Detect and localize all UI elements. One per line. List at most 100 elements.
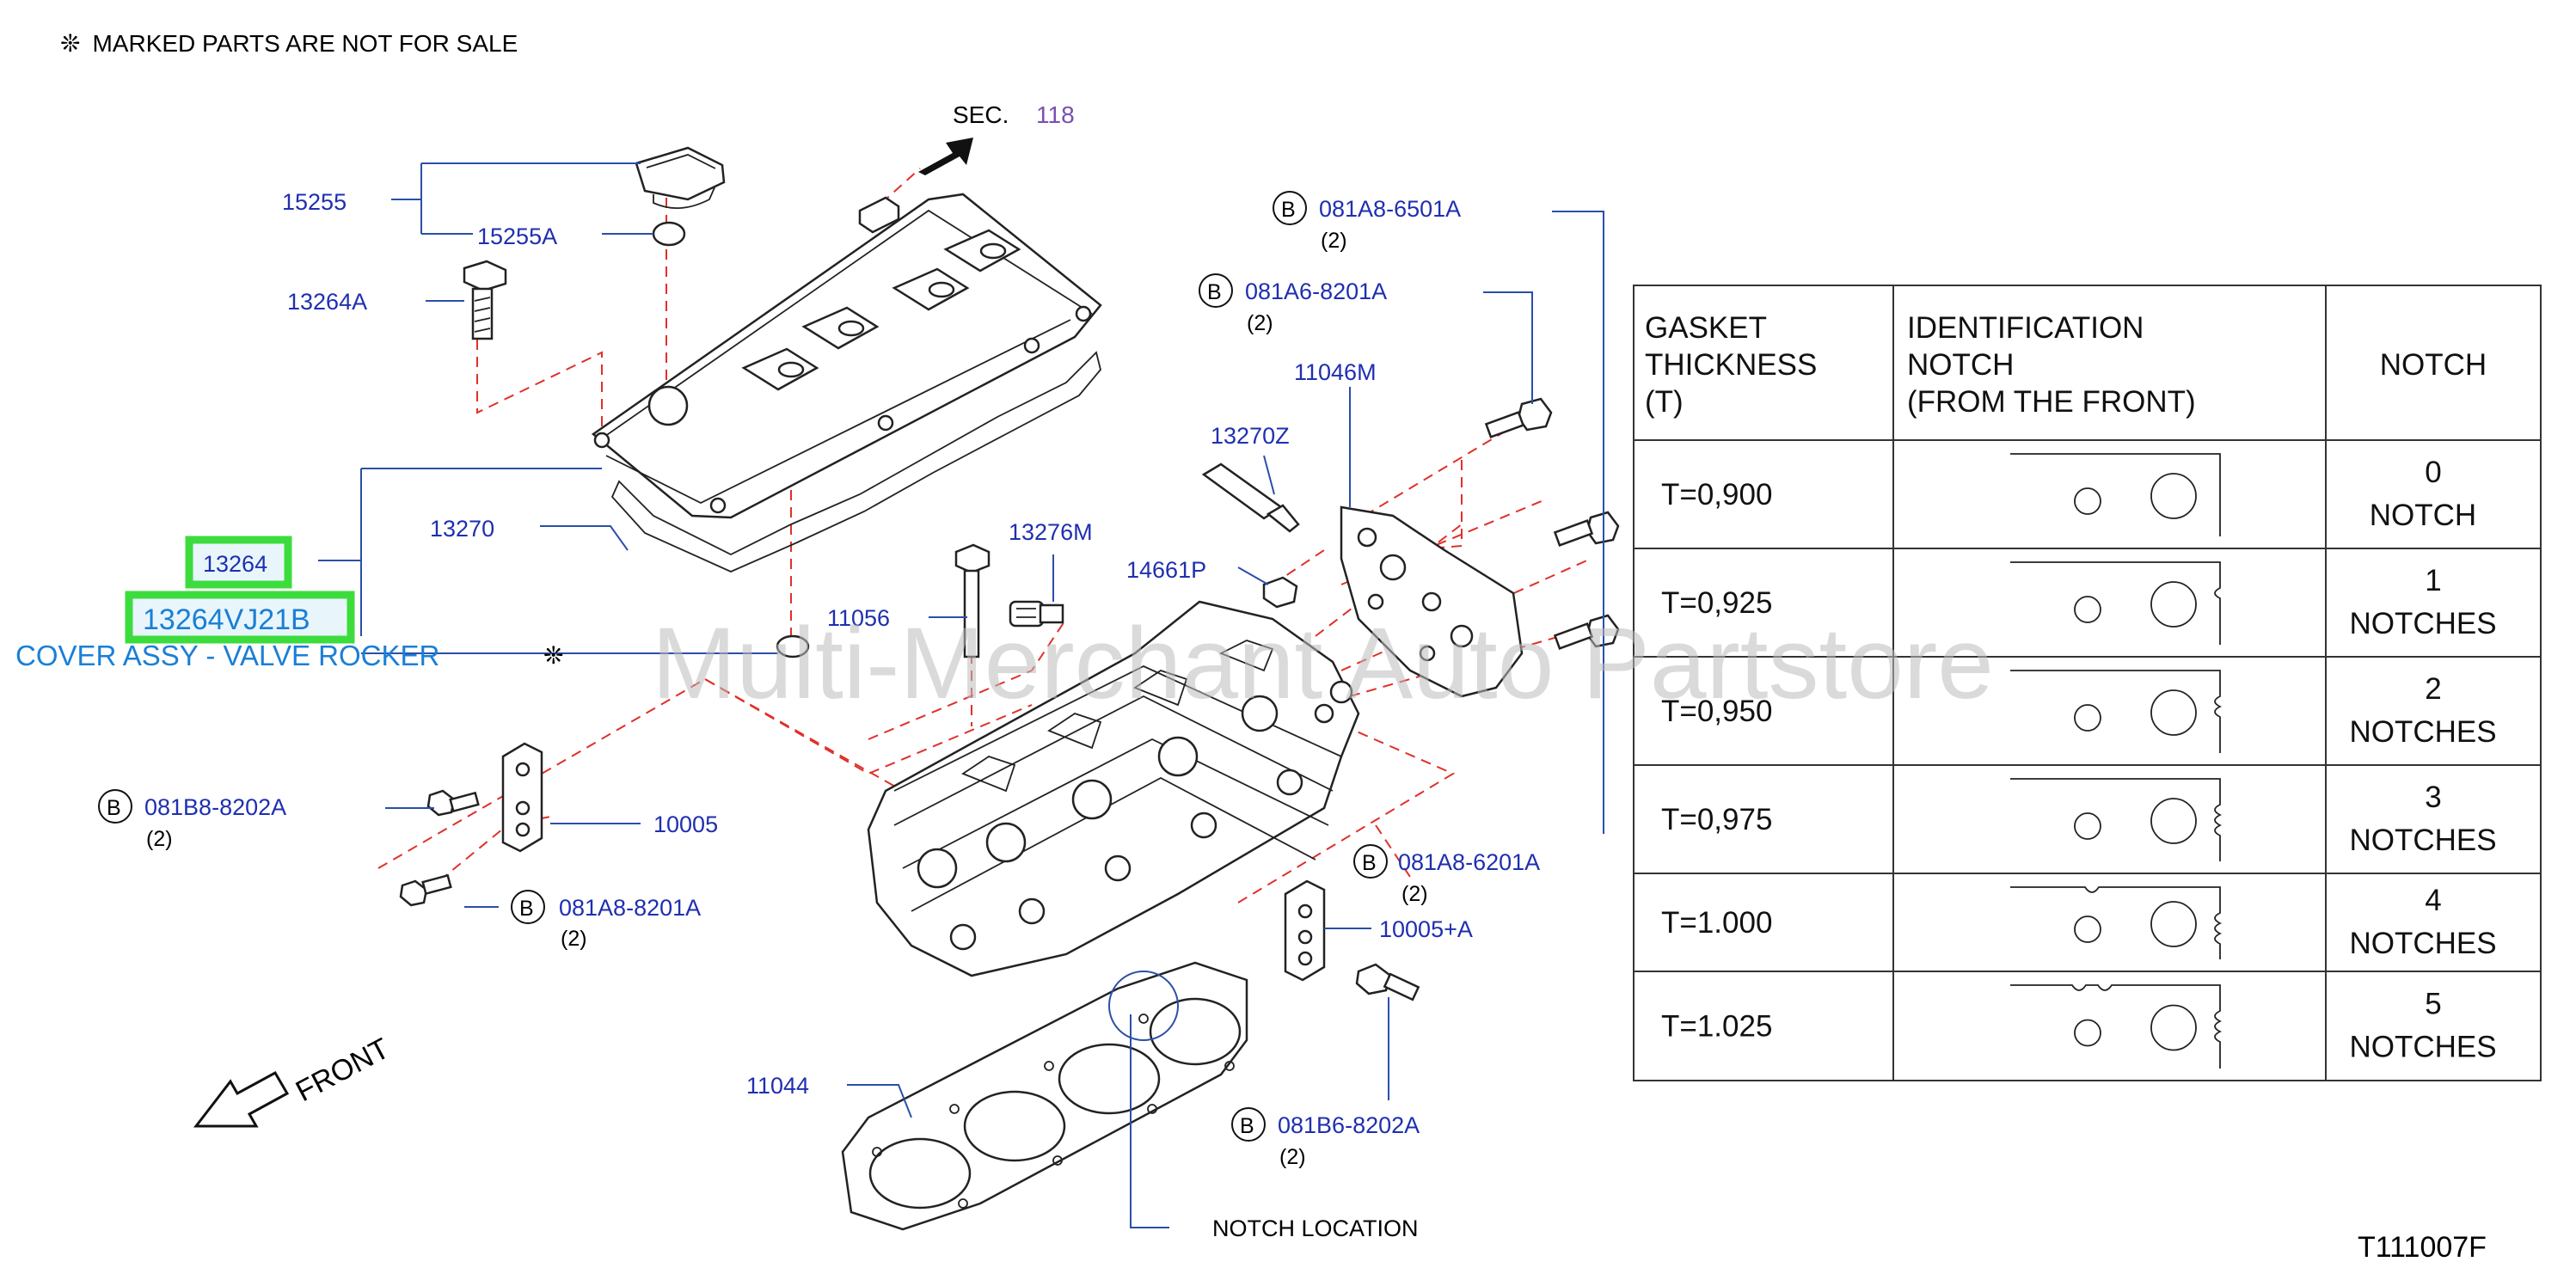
thickness-cell: T=1.000 — [1661, 906, 1772, 940]
bolt-13264a — [463, 260, 507, 340]
thickness-cell: T=0,975 — [1661, 803, 1772, 836]
svg-text:B: B — [1281, 198, 1296, 222]
part-081b6-8202a[interactable]: 081B6-8202A — [1278, 1112, 1420, 1138]
svg-text:B: B — [1240, 1114, 1254, 1138]
badge-081b8-8202a: B — [98, 789, 132, 824]
part-13264vj21b[interactable]: 13264VJ21B — [143, 603, 310, 636]
highlight-box-13264 — [185, 536, 292, 589]
part-13264[interactable]: 13264 — [203, 551, 267, 577]
part-10005[interactable]: 10005 — [653, 811, 718, 837]
part-10005a[interactable]: 10005+A — [1379, 916, 1473, 942]
gasket-plate-10005a — [1284, 879, 1326, 982]
notch-label-cell: NOTCHES — [2349, 927, 2496, 960]
notch-count-cell: 5 — [2425, 988, 2441, 1021]
part-13264a[interactable]: 13264A — [287, 289, 367, 315]
part-13276m[interactable]: 13276M — [1009, 519, 1093, 545]
notch-illustration — [2010, 984, 2223, 1069]
notch-label-cell: NOTCHES — [2349, 715, 2496, 749]
bolt-081a6-8201a — [1484, 397, 1553, 438]
svg-text:B: B — [519, 897, 534, 921]
part-11044[interactable]: 11044 — [746, 1073, 809, 1099]
watermark: Multi-Merchant Auto Partstore — [652, 607, 1994, 720]
seal-washer — [776, 634, 810, 658]
oil-filler-cap — [635, 146, 726, 210]
part-15255[interactable]: 15255 — [282, 189, 347, 215]
notch-label-cell: NOTCH — [2370, 499, 2476, 532]
bolt-081b8-8202a — [426, 789, 480, 817]
notch-label-cell: NOTCHES — [2349, 1031, 2496, 1064]
qty-081a8-8201a: (2) — [561, 927, 587, 951]
badge-081a8-6501a: B — [1273, 191, 1307, 225]
thickness-cell: T=0,925 — [1661, 586, 1772, 620]
header-from-front: (FROM THE FRONT) — [1907, 385, 2196, 419]
cylinder-head — [867, 600, 1360, 977]
cover-gasket — [610, 351, 1101, 573]
header-identification: IDENTIFICATION — [1907, 311, 2144, 345]
bolt-11056 — [954, 543, 991, 658]
part-15255a[interactable]: 15255A — [477, 224, 557, 249]
leader-lines — [318, 162, 1604, 1228]
figure-code: T111007F — [2358, 1231, 2487, 1264]
notch-illustration — [2010, 453, 2221, 536]
part-081b8-8202a[interactable]: 081B8-8202A — [144, 794, 286, 820]
header-notch: NOTCH — [1907, 348, 2014, 382]
head-gasket — [841, 961, 1248, 1231]
part-11056[interactable]: 11056 — [827, 605, 890, 631]
qty-081a8-6201a: (2) — [1401, 882, 1428, 906]
part-081a8-6501a[interactable]: 081A8-6501A — [1319, 196, 1461, 222]
svg-text:B: B — [1207, 280, 1222, 304]
table-rows: T=0,9000NOTCHT=0,9251NOTCHEST=0,9502NOTC… — [1661, 453, 2497, 1069]
front-label: FRONT — [291, 1032, 395, 1109]
part-13270[interactable]: 13270 — [430, 516, 494, 542]
part-081a6-8201a[interactable]: 081A6-8201A — [1245, 279, 1387, 304]
svg-text:B: B — [107, 796, 121, 820]
front-arrow-icon — [193, 1070, 290, 1128]
sealant-tube — [1201, 462, 1300, 533]
section-label: SEC. — [953, 101, 1009, 128]
notch-count-cell: 0 — [2425, 456, 2441, 489]
sensor-13276m — [1009, 600, 1064, 628]
highlight-box-13264vj21b — [125, 591, 355, 644]
filler-seal — [652, 221, 686, 247]
part-081a8-6201a[interactable]: 081A8-6201A — [1398, 849, 1540, 875]
cover-assy-description: COVER ASSY - VALVE ROCKER — [15, 640, 439, 671]
not-for-sale-mark: ❊ — [543, 642, 563, 669]
part-11046m[interactable]: 11046M — [1294, 359, 1377, 385]
header-gasket: GASKET — [1645, 311, 1767, 345]
notch-label-cell: NOTCHES — [2349, 607, 2496, 640]
qty-081a8-6501a: (2) — [1321, 229, 1347, 253]
front-cover-plate — [1340, 505, 1524, 698]
notch-illustration — [2010, 778, 2223, 861]
thickness-cell: T=0,900 — [1661, 478, 1772, 511]
notch-count-cell: 2 — [2425, 672, 2441, 706]
notch-illustration — [2010, 561, 2221, 645]
badge-081a8-8201a: B — [511, 890, 545, 924]
part-081a8-8201a[interactable]: 081A8-8201A — [559, 895, 701, 921]
header-thickness: THICKNESS — [1645, 348, 1817, 382]
part-14661p[interactable]: 14661P — [1126, 557, 1206, 583]
notch-label-cell: NOTCHES — [2349, 824, 2496, 857]
header-t: (T) — [1645, 385, 1684, 419]
svg-text:B: B — [1362, 851, 1377, 875]
notch-illustration — [2010, 670, 2223, 753]
qty-081b6-8202a: (2) — [1279, 1145, 1306, 1169]
not-for-sale-note: ❊MARKED PARTS ARE NOT FOR SALE — [60, 30, 518, 57]
bolt-081a8-8201a — [399, 873, 452, 907]
bolt-081b6-8202a — [1355, 963, 1420, 1001]
bolt-081a8-6501a — [1553, 511, 1620, 547]
section-number-link[interactable]: 118 — [1036, 101, 1075, 128]
part-13270z[interactable]: 13270Z — [1211, 423, 1290, 449]
plug-14661p — [1262, 576, 1298, 609]
qty-081a6-8201a: (2) — [1247, 311, 1273, 335]
thickness-cell: T=0,950 — [1661, 695, 1772, 728]
notch-illustration — [2010, 886, 2223, 959]
badge-081a6-8201a: B — [1199, 273, 1233, 308]
notch-count-cell: 1 — [2425, 564, 2441, 597]
notch-count-cell: 3 — [2425, 781, 2441, 814]
